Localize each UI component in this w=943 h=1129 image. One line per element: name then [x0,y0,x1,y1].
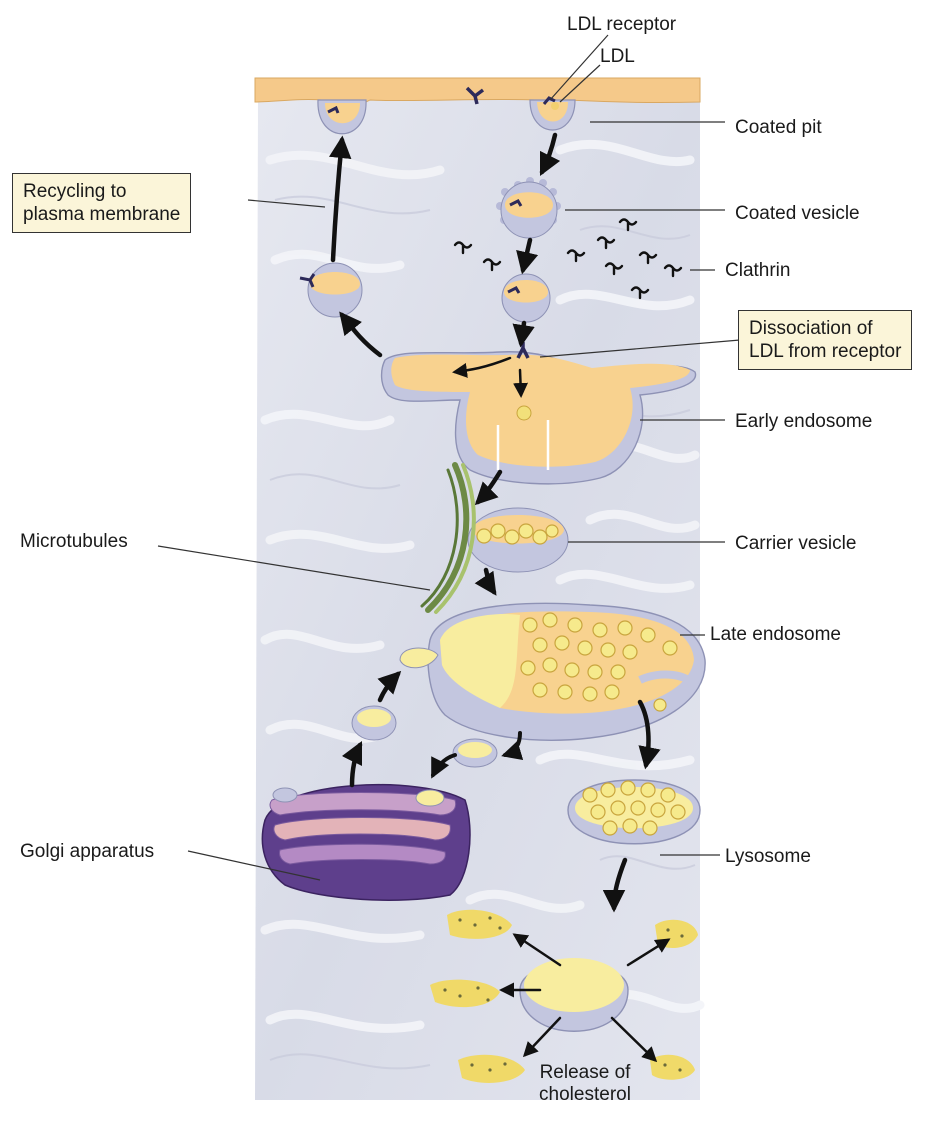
label-ldl-receptor: LDL receptor [567,14,676,36]
callout-recycling-line2: plasma membrane [23,203,180,226]
callout-dissociation-line1: Dissociation of [749,317,901,340]
label-clathrin: Clathrin [725,260,790,282]
label-coated-pit: Coated pit [735,117,822,139]
golgi-apparatus [262,785,470,900]
cytoplasm-background [255,100,700,1100]
callout-dissociation: Dissociation of LDL from receptor [738,310,912,370]
carrier-vesicle [468,508,568,572]
label-release-line2: cholesterol [530,1084,640,1106]
label-early-endosome: Early endosome [735,411,872,433]
label-late-endosome: Late endosome [710,624,841,646]
lysosome [568,780,700,844]
label-golgi-apparatus: Golgi apparatus [20,841,154,863]
label-release-line1: Release of [530,1062,640,1084]
callout-recycling: Recycling to plasma membrane [12,173,191,233]
release-vesicle [520,958,628,1031]
label-microtubules: Microtubules [20,531,128,553]
callout-recycling-line1: Recycling to [23,180,180,203]
callout-dissociation-line2: LDL from receptor [749,340,901,363]
label-ldl: LDL [600,46,635,68]
label-release-of-cholesterol: Release of cholesterol [530,1062,640,1106]
uncoated-vesicle [502,274,550,322]
label-lysosome: Lysosome [725,846,811,868]
label-carrier-vesicle: Carrier vesicle [735,533,856,555]
label-coated-vesicle: Coated vesicle [735,203,860,225]
